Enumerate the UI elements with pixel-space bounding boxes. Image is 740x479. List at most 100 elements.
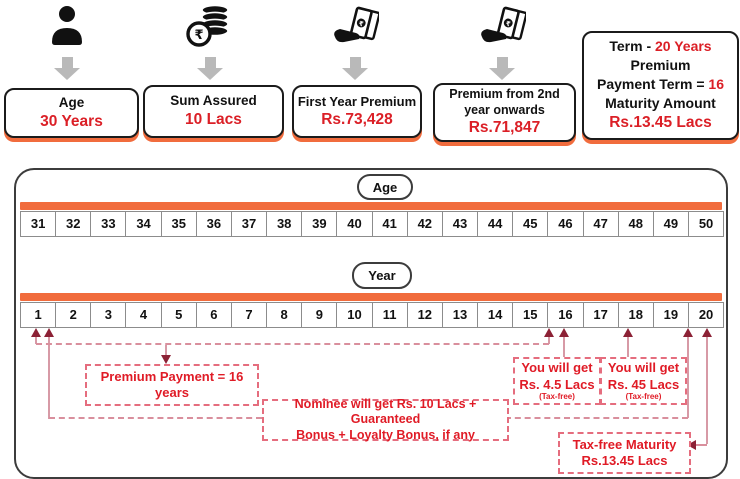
term-value: 20 Years bbox=[655, 38, 712, 55]
year-cell: 4 bbox=[126, 303, 162, 327]
year-cell: 15 bbox=[513, 303, 549, 327]
card-first-year-premium-label: First Year Premium bbox=[297, 93, 417, 109]
maturity-amount-value: Rs.13.45 Lacs bbox=[609, 113, 712, 131]
down-arrow-icon bbox=[489, 57, 515, 80]
connector-line bbox=[49, 417, 262, 419]
svg-text:₹: ₹ bbox=[358, 20, 365, 29]
card-sum-assured-value: 10 Lacs bbox=[185, 111, 242, 129]
year-cell: 11 bbox=[373, 303, 408, 327]
svg-text:₹: ₹ bbox=[505, 20, 512, 29]
age-cell: 46 bbox=[548, 212, 584, 236]
maturity-arrow bbox=[687, 440, 696, 450]
note-premium-payment: Premium Payment = 16 years bbox=[85, 364, 259, 406]
card-premium-2nd-year-label: Premium from 2nd year onwards bbox=[449, 87, 560, 117]
age-cell: 38 bbox=[267, 212, 303, 236]
premium-payment-arrow bbox=[161, 355, 171, 364]
age-cell: 33 bbox=[91, 212, 127, 236]
note-you-get-4-5-lacs: You will get Rs. 4.5 Lacs (Tax-free) bbox=[513, 357, 601, 405]
note-get1-line1: You will get bbox=[521, 360, 593, 376]
age-cell: 45 bbox=[513, 212, 549, 236]
connector-line bbox=[505, 417, 688, 419]
year-cell: 1 bbox=[21, 303, 57, 327]
rupee-coins-icon: ₹ bbox=[186, 4, 229, 47]
age-cell: 35 bbox=[162, 212, 197, 236]
age-cell: 43 bbox=[443, 212, 479, 236]
connector-line bbox=[706, 337, 708, 444]
term-line-4: Maturity Amount bbox=[605, 94, 716, 111]
note-premium-payment-text: Premium Payment = 16 years bbox=[100, 368, 244, 400]
note-get1-taxfree: (Tax-free) bbox=[539, 391, 575, 401]
year-pill: Year bbox=[352, 262, 412, 289]
age-cell: 39 bbox=[302, 212, 338, 236]
note-nominee-line1: Nominee will get Rs. 10 Lacs + Guarantee… bbox=[294, 396, 477, 427]
connector-line bbox=[627, 337, 629, 357]
note-get1-line2: Rs. 4.5 Lacs bbox=[519, 376, 595, 392]
payment-term-label: Payment Term = bbox=[597, 76, 709, 93]
age-pill: Age bbox=[357, 174, 413, 200]
year-cell: 9 bbox=[302, 303, 338, 327]
age-cell: 42 bbox=[408, 212, 443, 236]
note-nominee: Nominee will get Rs. 10 Lacs + Guarantee… bbox=[262, 396, 509, 442]
year-cell: 14 bbox=[478, 303, 514, 327]
note-you-get-45-lacs: You will get Rs. 45 Lacs (Tax-free) bbox=[600, 357, 687, 405]
year18-arrow bbox=[623, 328, 633, 337]
down-arrow-icon bbox=[342, 57, 368, 80]
card-age-label: Age bbox=[58, 94, 85, 110]
note-taxfree-maturity: Tax-free Maturity Rs.13.45 Lacs bbox=[558, 432, 691, 474]
connector-line bbox=[548, 337, 550, 344]
year1-arrow-b bbox=[44, 328, 54, 337]
note-get2-line1: You will get bbox=[607, 360, 680, 376]
term-line-1: Term - 20 Years bbox=[609, 37, 711, 56]
note-maturity-line2: Rs.13.45 Lacs bbox=[581, 453, 668, 468]
year16-arrow-b bbox=[559, 328, 569, 337]
down-arrow-icon bbox=[54, 57, 80, 80]
card-sum-assured: Sum Assured 10 Lacs bbox=[143, 85, 284, 138]
age-cell: 40 bbox=[337, 212, 373, 236]
card-premium-2nd-year: Premium from 2nd year onwards Rs.71,847 bbox=[433, 83, 576, 142]
hand-money-icon: ₹ bbox=[481, 6, 526, 43]
year-cell: 7 bbox=[232, 303, 268, 327]
connector-line bbox=[35, 337, 37, 344]
card-age: Age 30 Years bbox=[4, 88, 139, 138]
down-arrow-icon bbox=[197, 57, 223, 80]
card-first-year-premium: First Year Premium Rs.73,428 bbox=[292, 85, 422, 138]
connector-line bbox=[36, 343, 549, 345]
note-get2-taxfree: (Tax-free) bbox=[625, 391, 662, 401]
year-cell: 8 bbox=[267, 303, 303, 327]
year-cell: 2 bbox=[56, 303, 92, 327]
year20-arrow-a bbox=[683, 328, 693, 337]
year-cell: 3 bbox=[91, 303, 127, 327]
year-cell: 16 bbox=[548, 303, 584, 327]
year-orange-bar bbox=[20, 293, 722, 301]
age-cell: 50 bbox=[698, 216, 714, 231]
age-cell: 47 bbox=[584, 212, 619, 236]
year-cell: 10 bbox=[337, 303, 373, 327]
age-cell: 37 bbox=[232, 212, 268, 236]
card-term-summary: Term - 20 Years Premium Payment Term = 1… bbox=[582, 31, 739, 140]
person-icon bbox=[52, 6, 82, 45]
connector-line bbox=[696, 444, 707, 446]
term-label: Term - bbox=[609, 38, 652, 55]
payment-term-value: 16 bbox=[708, 76, 724, 93]
age-cell: 44 bbox=[478, 212, 514, 236]
svg-text:₹: ₹ bbox=[194, 28, 203, 43]
note-get2-line2: Rs. 45 Lacs bbox=[607, 376, 680, 392]
age-cell: 41 bbox=[373, 212, 408, 236]
year-cell: 13 bbox=[443, 303, 479, 327]
card-sum-assured-label: Sum Assured bbox=[170, 93, 257, 109]
card-age-value: 30 Years bbox=[40, 112, 103, 130]
year-cell: 19 bbox=[654, 303, 689, 327]
connector-line bbox=[563, 337, 565, 357]
note-maturity-line1: Tax-free Maturity bbox=[572, 436, 677, 452]
card-premium-2nd-year-value: Rs.71,847 bbox=[468, 119, 541, 137]
age-cell: 49 bbox=[654, 212, 689, 236]
age-cell: 31 bbox=[21, 212, 57, 236]
year16-arrow-a bbox=[544, 328, 554, 337]
age-cell: 34 bbox=[126, 212, 162, 236]
term-line-3: Payment Term = 16 bbox=[597, 75, 724, 94]
age-cell: 48 bbox=[619, 212, 654, 236]
age-orange-bar bbox=[20, 202, 722, 210]
year-cell: 18 bbox=[619, 303, 654, 327]
